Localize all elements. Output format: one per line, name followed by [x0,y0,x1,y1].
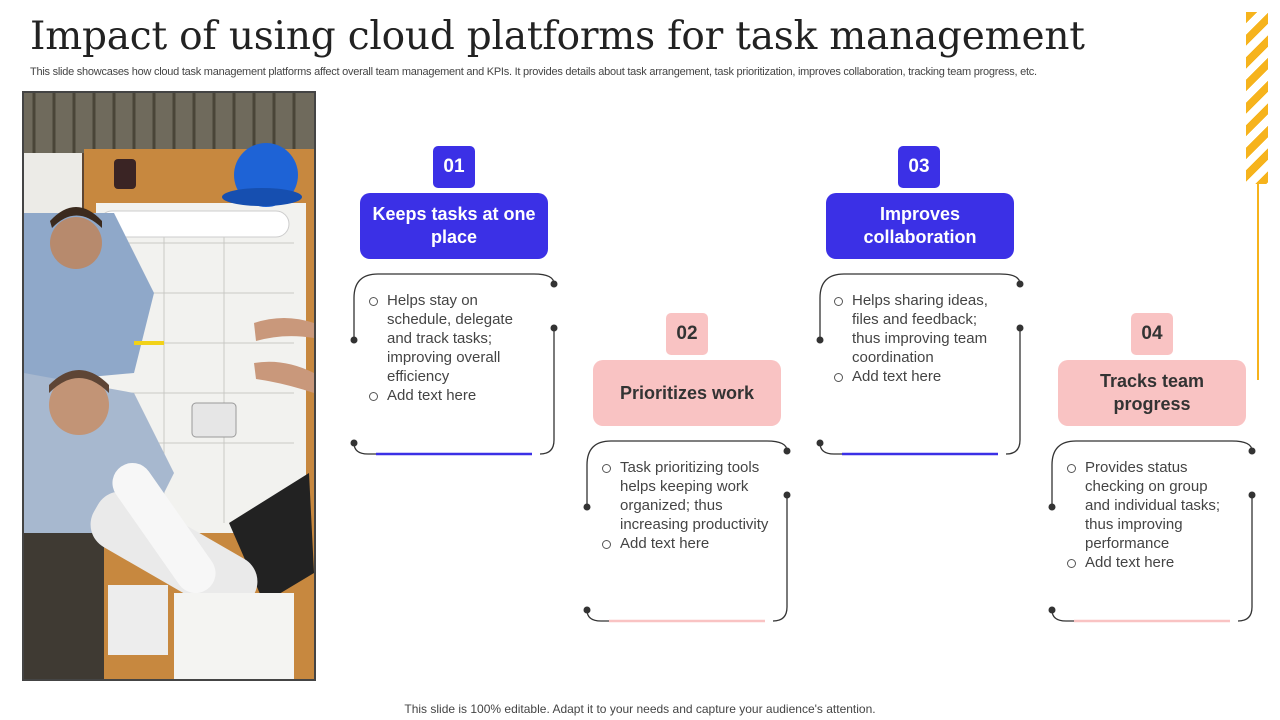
card-description-02: Task prioritizing tools helps keeping wo… [602,458,770,553]
card-description-03: Helps sharing ideas, files and feedback;… [834,291,1002,386]
card-bracket-01 [350,273,558,456]
card-bracket-02 [583,440,791,623]
card-title-prioritizes-work: Prioritizes work [593,360,781,426]
bullet-item: Provides status checking on group and in… [1067,458,1235,553]
slide-footer: This slide is 100% editable. Adapt it to… [404,702,876,716]
bullet-item: Add text here [834,367,1002,386]
slide-title: Impact of using cloud platforms for task… [30,14,1085,59]
decorative-line [1257,184,1259,380]
slide-subtitle: This slide showcases how cloud task mana… [30,66,1037,78]
card-title-keeps-tasks: Keeps tasks at one place [360,193,548,259]
office-meeting-photo [22,91,316,681]
step-number-04: 04 [1131,313,1173,355]
step-number-02: 02 [666,313,708,355]
bullet-item: Helps sharing ideas, files and feedback;… [834,291,1002,367]
step-number-01: 01 [433,146,475,188]
bullet-item: Add text here [1067,553,1235,572]
card-title-tracks-team-progress: Tracks team progress [1058,360,1246,426]
bullet-item: Add text here [602,534,770,553]
card-description-04: Provides status checking on group and in… [1067,458,1235,572]
card-bracket-03 [816,273,1024,456]
step-number-03: 03 [898,146,940,188]
card-bracket-04 [1048,440,1256,623]
bullet-item: Task prioritizing tools helps keeping wo… [602,458,770,534]
bullet-item: Add text here [369,386,537,405]
card-title-improves-collaboration: Improves collaboration [826,193,1014,259]
card-description-01: Helps stay on schedule, delegate and tra… [369,291,537,405]
decorative-stripes [1246,12,1268,184]
bullet-item: Helps stay on schedule, delegate and tra… [369,291,537,386]
